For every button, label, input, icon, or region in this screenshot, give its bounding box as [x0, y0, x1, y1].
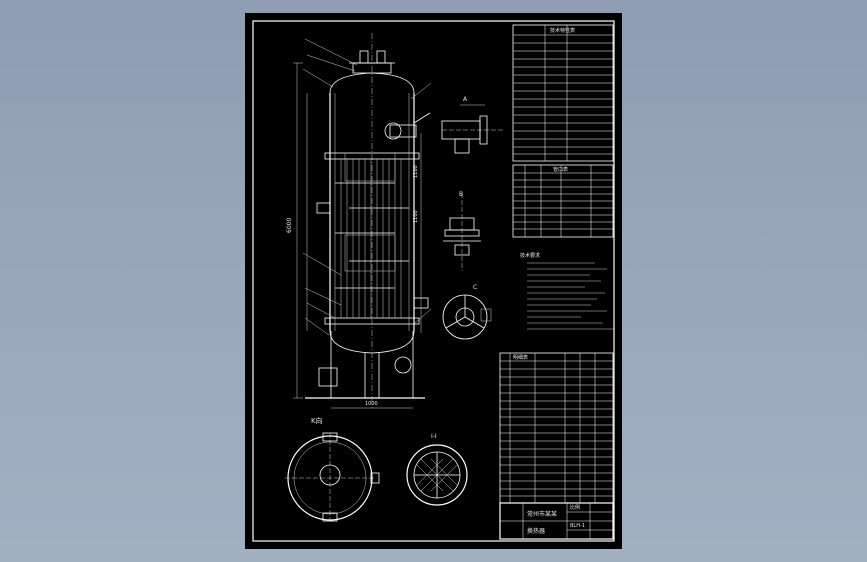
section-b-label: B: [459, 191, 463, 198]
k-view-label: K向: [311, 416, 323, 425]
total-height-dim: 6000: [286, 218, 293, 233]
tech-spec-title: 技术特性表: [550, 27, 575, 34]
vessel-main-view: [293, 33, 432, 409]
drawing-name: 换热器: [527, 527, 545, 535]
i-view-label: I-I: [431, 433, 437, 440]
bom-title: 明细表: [513, 354, 528, 361]
section-c-detail: [442, 294, 492, 340]
drawing-sheet[interactable]: 6000 1100 1100 1000 A B: [245, 13, 622, 549]
tech-req-title: 技术要求: [520, 252, 540, 259]
nozzle-table-title: 管口表: [553, 166, 568, 173]
tech-spec-table: [512, 24, 614, 162]
section-b-detail: [443, 193, 481, 271]
section-c-label: C: [473, 284, 477, 291]
title-block: [499, 502, 614, 540]
tubesheet-view: [406, 444, 468, 506]
section-a-detail: [441, 104, 505, 154]
scale-label: 比例: [570, 504, 580, 511]
company-name: 常州市某某: [527, 510, 557, 518]
diameter-dim: 1000: [365, 401, 378, 407]
tech-requirements: [527, 262, 615, 330]
nozzle-table: [512, 164, 614, 238]
drawing-number: BLH-1: [570, 523, 585, 529]
k-view-detail: [285, 432, 380, 523]
drawing-canvas: 6000 1100 1100 1000 A B: [252, 20, 615, 542]
bom-table: [499, 352, 614, 504]
sheet-border: [252, 20, 615, 542]
section-a-label: A: [463, 96, 468, 103]
lower-segment-dim: 1100: [413, 210, 419, 223]
upper-segment-dim: 1100: [413, 165, 419, 178]
